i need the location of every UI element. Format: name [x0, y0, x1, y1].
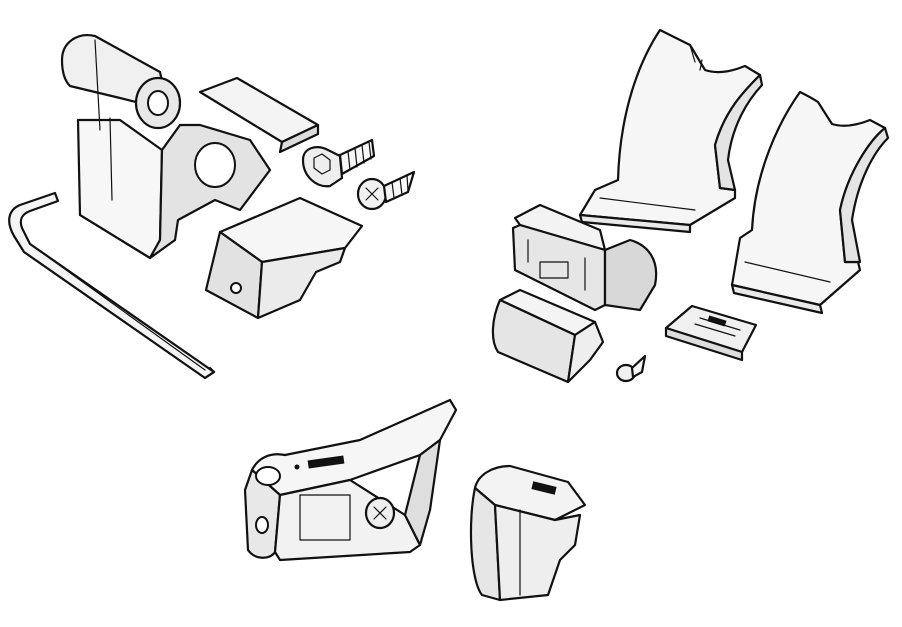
lever-cap	[204, 196, 364, 320]
clamp-housing	[511, 203, 658, 312]
small-screw	[615, 354, 647, 383]
cross-screw	[356, 170, 416, 211]
end-cap	[491, 288, 605, 384]
socket-bolt	[301, 138, 376, 188]
lever-bracket	[60, 34, 320, 260]
buckle-lever	[243, 398, 458, 562]
rail-clamp-right	[730, 90, 890, 315]
rail-clamp-left	[578, 28, 764, 234]
allen-key	[8, 191, 216, 380]
ratchet-plate	[664, 304, 758, 362]
buckle-receiver	[469, 464, 587, 602]
